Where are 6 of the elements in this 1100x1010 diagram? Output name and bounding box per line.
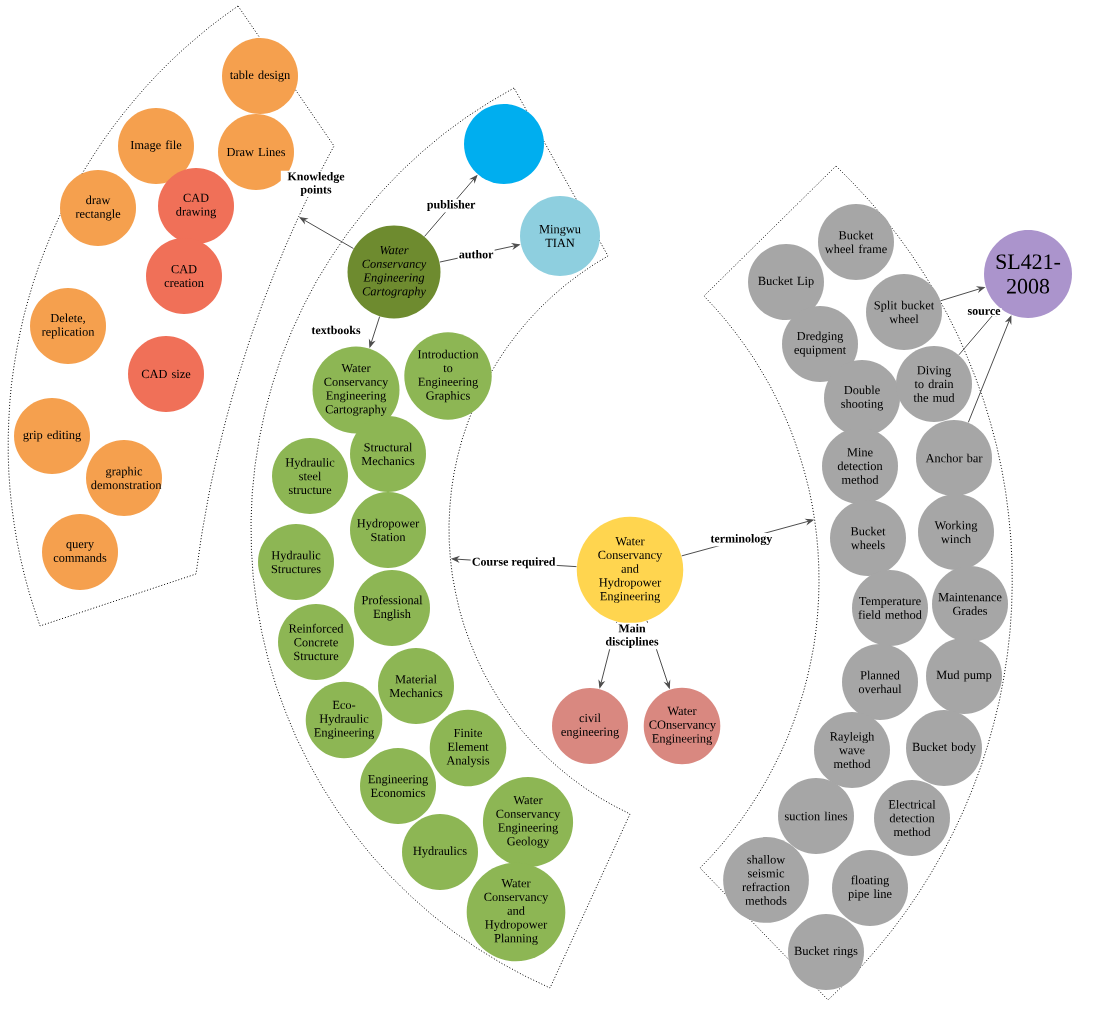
arrow — [940, 286, 985, 302]
circle — [464, 104, 544, 184]
arrow — [369, 316, 381, 348]
arrow — [967, 315, 1012, 423]
arrow — [299, 217, 354, 249]
arrow — [439, 243, 520, 263]
